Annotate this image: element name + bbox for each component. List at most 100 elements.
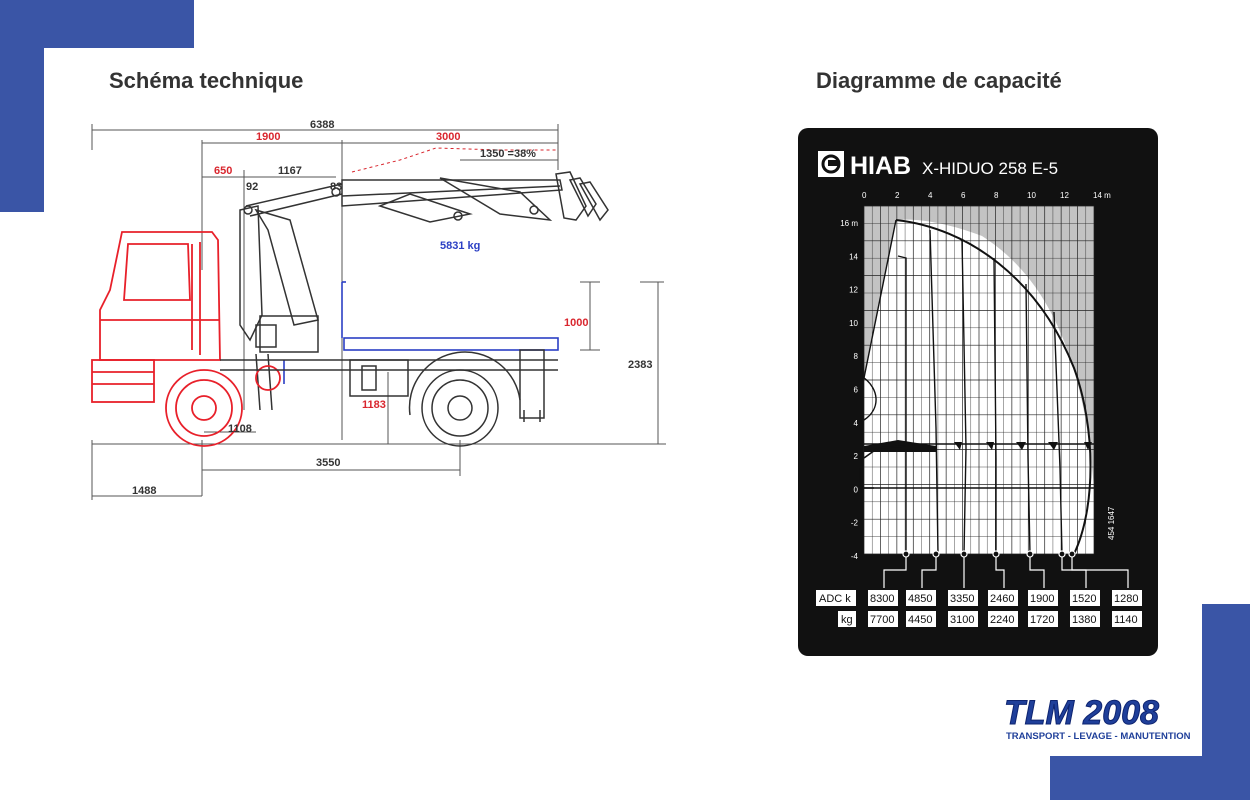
table-row-label-box bbox=[816, 590, 856, 606]
dim-3550: 3550 bbox=[316, 457, 340, 469]
corner-decoration-bottom-right-bar bbox=[1050, 756, 1250, 800]
corner-decoration-top-left-column bbox=[0, 0, 44, 212]
dim-1167: 1167 bbox=[278, 165, 302, 177]
y-tick-label: 16 m bbox=[840, 219, 858, 228]
reach-arc bbox=[351, 147, 556, 173]
table-row-label: ADC k bbox=[819, 593, 851, 605]
leader-line bbox=[883, 557, 907, 588]
y-tick-label: 4 bbox=[854, 419, 859, 428]
load-label: 5831 kg bbox=[440, 240, 480, 252]
table-cell-box bbox=[988, 611, 1018, 627]
x-tick-label: 14 m bbox=[1093, 191, 1111, 200]
x-tick-label: 2 bbox=[895, 191, 900, 200]
table-cell: 4850 bbox=[908, 593, 932, 605]
y-tick-label: 6 bbox=[854, 386, 859, 395]
table-cell: 3350 bbox=[950, 593, 974, 605]
dimension-labels: 6388 1900 3000 1350 =38% 650 1167 92 83 … bbox=[132, 119, 652, 497]
crane-base bbox=[859, 445, 907, 489]
dim-83: 83 bbox=[330, 181, 342, 193]
technical-schema-drawing: 6388 1900 3000 1350 =38% 650 1167 92 83 … bbox=[91, 119, 666, 500]
dim-2383: 2383 bbox=[628, 359, 652, 371]
truck-cab bbox=[91, 231, 281, 447]
model: X-HIDUO 258 E-5 bbox=[922, 159, 1058, 178]
table-cell-box bbox=[868, 590, 898, 606]
table-cell-box bbox=[1070, 611, 1100, 627]
table-cell-box bbox=[948, 590, 978, 606]
x-tick-label: 12 bbox=[1060, 191, 1069, 200]
leader-line bbox=[921, 557, 937, 588]
dim-6388: 6388 bbox=[310, 119, 334, 131]
schema-title: Schéma technique bbox=[109, 68, 304, 93]
table-cell-box bbox=[906, 590, 936, 606]
leader-lines bbox=[883, 550, 1129, 588]
capacity-title: Diagramme de capacité bbox=[816, 68, 1062, 93]
table-cell: 1380 bbox=[1072, 614, 1096, 626]
table-cell: 4450 bbox=[908, 614, 932, 626]
leader-marker bbox=[960, 550, 968, 558]
table-cell: 3100 bbox=[950, 614, 974, 626]
dim-92: 92 bbox=[246, 181, 258, 193]
table-cell: 1280 bbox=[1114, 593, 1138, 605]
x-tick-label: 0 bbox=[862, 191, 867, 200]
x-tick-label: 4 bbox=[928, 191, 933, 200]
y-tick-label: -4 bbox=[851, 552, 859, 561]
truck-bed bbox=[283, 281, 559, 384]
leader-line bbox=[1029, 557, 1045, 588]
leader-marker bbox=[1058, 550, 1066, 558]
dim-1108: 1108 bbox=[228, 423, 252, 435]
table-cell-box bbox=[1112, 611, 1142, 627]
leader-marker bbox=[1068, 550, 1076, 558]
table-cell: 8300 bbox=[870, 593, 894, 605]
table-cell: 2240 bbox=[990, 614, 1014, 626]
crane-boom bbox=[239, 171, 609, 411]
table-cell: 1720 bbox=[1030, 614, 1054, 626]
dim-1488: 1488 bbox=[132, 485, 156, 497]
table-cell-box bbox=[868, 611, 898, 627]
y-tick-label: 2 bbox=[854, 452, 859, 461]
x-tick-label: 10 bbox=[1027, 191, 1036, 200]
y-tick-label: 8 bbox=[854, 352, 859, 361]
dim-1000: 1000 bbox=[564, 317, 588, 329]
y-tick-label: 12 bbox=[849, 286, 858, 295]
table-cell: 1900 bbox=[1030, 593, 1054, 605]
table-cell: 2460 bbox=[990, 593, 1014, 605]
y-tick-label: 14 bbox=[849, 252, 858, 261]
y-tick-label: 0 bbox=[854, 485, 859, 494]
serial-number: 454 1647 bbox=[1107, 506, 1116, 540]
dim-1183: 1183 bbox=[362, 399, 386, 411]
table-cell-box bbox=[1028, 611, 1058, 627]
table-cell-box bbox=[948, 611, 978, 627]
truck-chassis bbox=[220, 349, 558, 447]
dim-650: 650 bbox=[214, 165, 232, 177]
table-cell-box bbox=[988, 590, 1018, 606]
table-cell: 7700 bbox=[870, 614, 894, 626]
x-tick-label: 6 bbox=[961, 191, 966, 200]
capacity-curves bbox=[863, 219, 1094, 555]
table-cell-box bbox=[906, 611, 936, 627]
y-tick-label: -2 bbox=[851, 519, 859, 528]
y-axis-ticks: 16 m 14 12 10 8 6 4 2 0 -2 -4 bbox=[840, 219, 858, 561]
leader-line bbox=[1071, 557, 1129, 588]
leader-marker bbox=[932, 550, 940, 558]
y-tick-label: 10 bbox=[849, 319, 858, 328]
table-cell-box bbox=[1112, 590, 1142, 606]
table-cell-box bbox=[1070, 590, 1100, 606]
leader-line bbox=[995, 557, 1005, 588]
leader-marker bbox=[902, 550, 910, 558]
grid-lines-top bbox=[863, 205, 1095, 555]
dim-1350: 1350 =38% bbox=[480, 148, 536, 160]
table-cell-box bbox=[1028, 590, 1058, 606]
logo-name: TLM 2008 bbox=[1004, 694, 1159, 732]
dim-1900: 1900 bbox=[256, 131, 280, 143]
tlm-logo: TLM 2008 TRANSPORT - LEVAGE - MANUTENTIO… bbox=[1004, 694, 1191, 742]
brand: HIAB bbox=[850, 152, 911, 180]
dim-3000: 3000 bbox=[436, 131, 460, 143]
leader-marker bbox=[992, 550, 1000, 558]
table-row-label-box bbox=[838, 611, 856, 627]
hiab-logo bbox=[818, 151, 844, 177]
table-cell: 1140 bbox=[1114, 614, 1138, 626]
leader-marker bbox=[1026, 550, 1034, 558]
x-tick-label: 8 bbox=[994, 191, 999, 200]
